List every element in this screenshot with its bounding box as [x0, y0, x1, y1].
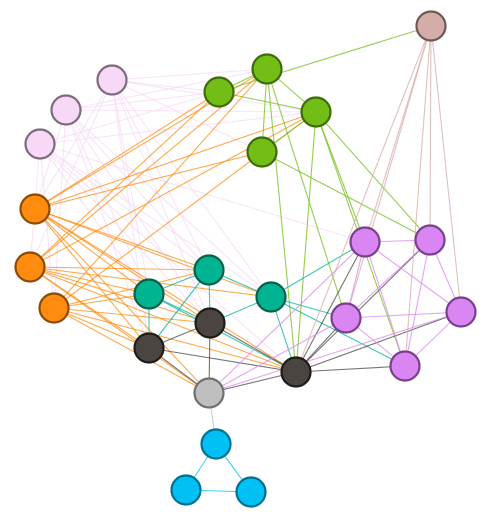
- edge-p2-g1: [65, 91, 220, 111]
- edge-r1-v3: [345, 25, 432, 319]
- edge-v5-gr: [208, 311, 462, 394]
- edge-v2-v3: [345, 239, 431, 319]
- node-green-g1[interactable]: [203, 76, 235, 108]
- edge-p1-o2: [29, 79, 113, 268]
- edge-p2-g2: [65, 68, 268, 111]
- node-green-g4[interactable]: [246, 136, 278, 168]
- edge-v1-gr: [208, 241, 366, 394]
- edge-g1-g3: [218, 91, 317, 113]
- edge-o3-d3: [53, 307, 297, 373]
- nodes-layer: [14, 10, 477, 508]
- edge-p3-t1: [39, 143, 210, 271]
- edge-o1-gr: [34, 208, 210, 394]
- edge-p1-t3: [111, 79, 272, 298]
- edge-p3-g1: [39, 91, 220, 145]
- node-teal-t3[interactable]: [255, 281, 287, 313]
- edge-o1-d3: [34, 208, 297, 373]
- edge-r1-v2: [429, 25, 432, 241]
- edge-p1-g4: [111, 79, 263, 153]
- edge-o2-d1: [29, 266, 211, 324]
- node-purple-v3[interactable]: [330, 302, 362, 334]
- edge-p1-o1: [34, 79, 113, 210]
- edge-g1-r1: [218, 25, 432, 93]
- node-orange-o2[interactable]: [14, 251, 46, 283]
- edge-d3-v4: [295, 365, 406, 373]
- edge-p1-t1: [111, 79, 210, 271]
- edge-d3-v2: [295, 239, 431, 373]
- edge-o3-t1: [53, 269, 210, 309]
- edge-o2-t1: [29, 266, 210, 271]
- edge-p3-d1: [39, 143, 211, 324]
- node-blue-b3[interactable]: [235, 476, 267, 508]
- edge-p3-v1: [39, 143, 366, 243]
- edge-p2-o1: [34, 109, 67, 210]
- node-green-g3[interactable]: [300, 96, 332, 128]
- edge-d3-v1: [295, 241, 366, 373]
- node-blue-b1[interactable]: [200, 428, 232, 460]
- edge-r1-v5: [430, 25, 462, 313]
- node-dark-d2[interactable]: [133, 332, 165, 364]
- edge-o1-d1: [34, 208, 211, 324]
- node-purple-v4[interactable]: [389, 350, 421, 382]
- edge-o3-g2: [53, 68, 268, 309]
- edge-r1-d3: [295, 25, 432, 373]
- node-tan-r1[interactable]: [415, 10, 447, 42]
- edge-p3-t3: [39, 143, 272, 298]
- edge-o3-d2: [53, 307, 150, 349]
- node-orange-o1[interactable]: [19, 193, 51, 225]
- edge-t1-d2: [148, 269, 210, 349]
- node-purple-v2[interactable]: [414, 224, 446, 256]
- edge-v2-v4: [404, 239, 431, 367]
- node-teal-t2[interactable]: [133, 278, 165, 310]
- edge-t3-v1: [270, 241, 366, 298]
- edge-d2-d3: [148, 347, 297, 373]
- edge-t3-v4: [270, 296, 406, 367]
- node-orange-o3[interactable]: [38, 292, 70, 324]
- edges-layer: [29, 25, 462, 493]
- edge-r1-v4: [404, 25, 432, 367]
- edge-p2-t3: [65, 109, 272, 298]
- node-blue-b2[interactable]: [170, 474, 202, 506]
- edge-o2-g1: [29, 91, 220, 268]
- node-dark-d3[interactable]: [280, 356, 312, 388]
- node-green-g2[interactable]: [251, 53, 283, 85]
- edge-p1-t2: [111, 79, 150, 295]
- edge-d1-d3: [209, 322, 297, 373]
- edge-v3-v5: [345, 311, 462, 319]
- edge-o1-d2: [34, 208, 150, 349]
- edge-o1-t1: [34, 208, 210, 271]
- edge-g2-d3: [266, 68, 297, 373]
- edge-o1-g3: [34, 111, 317, 210]
- edge-p3-d3: [39, 143, 297, 373]
- node-pink-p3[interactable]: [24, 128, 56, 160]
- edge-p3-o3: [39, 143, 55, 309]
- node-grey-gr[interactable]: [193, 377, 225, 409]
- edge-d3-v5: [295, 311, 462, 373]
- edge-p2-d2: [65, 109, 150, 349]
- edge-o3-gr: [53, 307, 210, 394]
- edge-o3-t2: [53, 293, 150, 309]
- edge-p3-g3: [39, 111, 317, 145]
- edge-o1-g1: [34, 91, 220, 210]
- node-purple-v1[interactable]: [349, 226, 381, 258]
- edge-o2-gr: [29, 266, 210, 394]
- edge-g3-d3: [295, 111, 317, 373]
- edge-p1-g1: [111, 79, 220, 93]
- edge-v1-v4: [364, 241, 406, 367]
- node-pink-p2[interactable]: [50, 94, 82, 126]
- edge-o1-t3: [34, 208, 272, 298]
- edge-v3-gr: [208, 317, 347, 394]
- edge-g4-v2: [261, 151, 431, 241]
- edge-p1-d1: [111, 79, 211, 324]
- edge-p1-g2: [111, 68, 268, 81]
- node-purple-v5[interactable]: [445, 296, 477, 328]
- edge-o3-d1: [53, 307, 211, 324]
- edge-v1-v5: [364, 241, 462, 313]
- edge-p2-g3: [65, 109, 317, 113]
- node-teal-t1[interactable]: [193, 254, 225, 286]
- edge-p2-t1: [65, 109, 210, 271]
- node-pink-p1[interactable]: [96, 64, 128, 96]
- node-dark-d1[interactable]: [194, 307, 226, 339]
